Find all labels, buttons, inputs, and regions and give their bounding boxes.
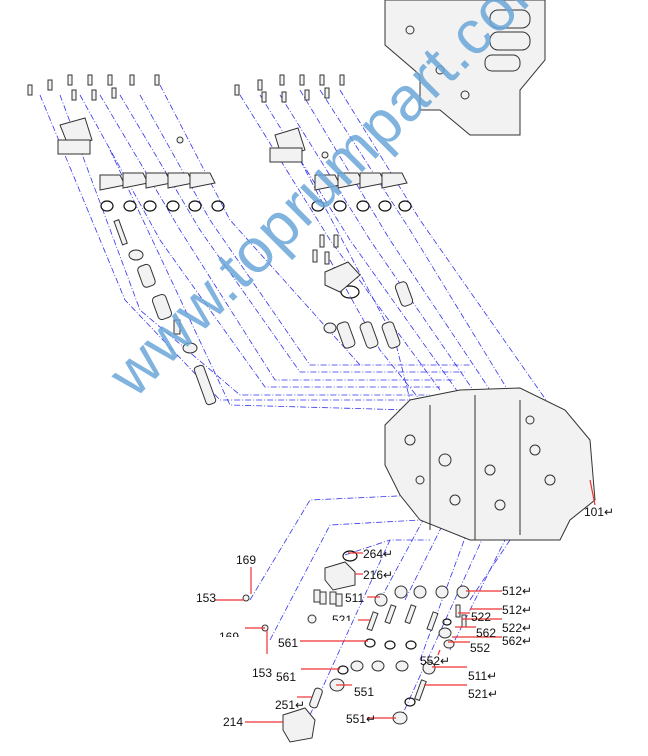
bolts xyxy=(27,74,345,103)
callout-512: 512↵ xyxy=(502,603,533,617)
callout-551: 551 xyxy=(354,685,375,699)
relief-valves xyxy=(312,234,414,349)
main-valve-body xyxy=(384,387,596,541)
callout-521: 521 xyxy=(332,614,353,621)
pilot-caps xyxy=(99,172,408,191)
callout-521: 521↵ xyxy=(468,687,499,701)
callout-562: 562 xyxy=(476,626,497,640)
callout-511: 511 xyxy=(345,591,365,605)
lower-parts xyxy=(242,550,470,743)
callout-214: 214 xyxy=(223,715,244,729)
callout-562: 562↵ xyxy=(502,634,533,648)
callout-512: 512↵ xyxy=(502,584,533,598)
callout-552: 552 xyxy=(470,641,491,655)
callout-169: 169 xyxy=(219,631,239,637)
solenoid-valves xyxy=(57,117,329,163)
valve-assembly-thumbnail xyxy=(384,0,546,136)
callout-522: 522↵ xyxy=(502,621,533,635)
callout-169: 169 xyxy=(236,553,257,567)
callout-552: 552↵ xyxy=(420,654,451,668)
callout-522: 522 xyxy=(471,610,492,624)
callout-216: 216↵ xyxy=(363,568,394,582)
callout-101: 101↵ xyxy=(584,505,615,519)
callout-153: 153 xyxy=(196,591,217,605)
callout-153: 153 xyxy=(252,666,273,680)
callout-511: 511↵ xyxy=(468,669,498,683)
o-rings xyxy=(100,200,412,299)
callout-561: 561 xyxy=(278,636,299,650)
callout-251: 251↵ xyxy=(275,698,306,712)
callout-551: 551↵ xyxy=(346,712,377,726)
callout-561: 561 xyxy=(276,670,297,684)
callout-leaders xyxy=(215,479,596,723)
callout-264: 264↵ xyxy=(363,547,394,561)
spool-stack xyxy=(113,219,217,406)
